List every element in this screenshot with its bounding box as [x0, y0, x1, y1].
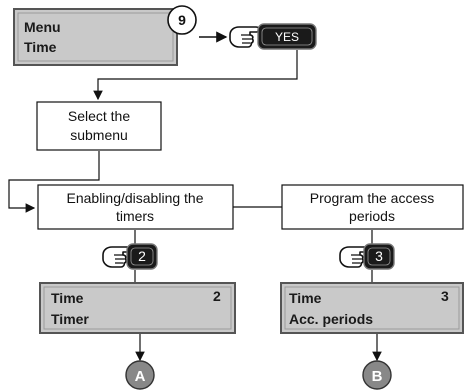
top-display-frame — [13, 8, 178, 66]
select-submenu-frame — [36, 101, 162, 151]
yes-key-inner — [261, 27, 313, 46]
top-display-line2: Time — [24, 39, 57, 55]
connector-b-circle — [362, 360, 392, 390]
top-display: Menu Time — [13, 8, 178, 66]
top-display-inner — [17, 12, 174, 62]
access-periods-line2: periods — [349, 208, 395, 224]
enabling-timers-line1: Enabling/disabling the — [67, 190, 204, 206]
pointing-hand-icon — [229, 26, 260, 48]
timer-display-line1: Time — [51, 290, 84, 306]
key-2 — [126, 243, 158, 270]
select-submenu-box: Select the submenu — [36, 101, 162, 151]
enabling-timers-line2: timers — [116, 208, 154, 224]
step-number: 9 — [178, 12, 186, 28]
connector-b-label: B — [372, 368, 383, 385]
timer-display-frame — [39, 282, 236, 334]
acc-periods-display-line2: Acc. periods — [289, 311, 373, 327]
key-3-label: 3 — [375, 248, 383, 264]
select-to-branches-line — [8, 151, 100, 213]
key-3-inner — [367, 247, 391, 266]
timer-display-number: 2 — [213, 288, 221, 304]
timer-display-inner — [43, 286, 232, 330]
right-branch: Program the access periods 3 Time 3 Acc.… — [280, 184, 464, 390]
press-yes: YES — [229, 23, 317, 50]
yes-to-select-line — [93, 50, 298, 101]
select-submenu-line1: Select the — [68, 108, 130, 124]
key-3 — [363, 243, 395, 270]
acc-periods-display-line1: Time — [289, 290, 322, 306]
key-2-label: 2 — [138, 248, 146, 264]
acc-periods-display-number: 3 — [441, 288, 449, 304]
step-number-badge: 9 — [167, 5, 197, 35]
select-submenu-line2: submenu — [70, 127, 128, 143]
top-display-line1: Menu — [24, 19, 61, 35]
yes-key — [257, 23, 317, 50]
step-number-circle — [167, 5, 197, 35]
left-branch: Enabling/disabling the timers 2 Time 2 T… — [37, 184, 236, 390]
access-periods-line1: Program the access — [310, 190, 435, 206]
key-2-inner — [130, 247, 154, 266]
acc-periods-display-frame — [280, 282, 464, 334]
enabling-timers-box — [37, 184, 234, 230]
acc-periods-display-inner — [284, 286, 460, 330]
connector-a-label: A — [135, 368, 146, 385]
access-periods-box — [281, 184, 464, 230]
timer-display-line2: Timer — [51, 311, 89, 327]
connector-a-circle — [125, 360, 155, 390]
yes-key-label: YES — [275, 30, 299, 44]
